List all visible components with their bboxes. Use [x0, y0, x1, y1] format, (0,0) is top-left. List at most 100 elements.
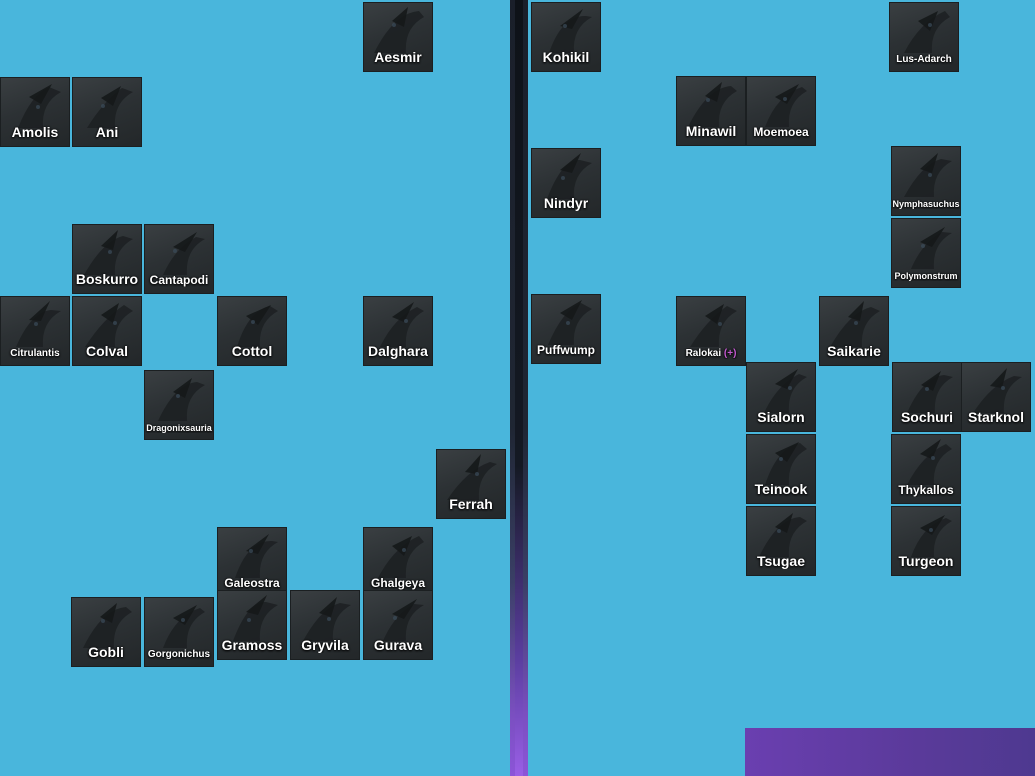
creature-card-sochuri[interactable]: Sochuri [892, 362, 962, 432]
creature-name-label: Galeostra [218, 576, 286, 590]
creature-name-label: Turgeon [892, 553, 960, 569]
creature-portrait-icon [677, 297, 745, 347]
creature-name-text: Dalghara [368, 343, 428, 359]
creature-card-gryvila[interactable]: Gryvila [290, 590, 360, 660]
creature-card-cottol[interactable]: Cottol [217, 296, 287, 366]
creature-card-kohikil[interactable]: Kohikil [531, 2, 601, 72]
creature-card-ralokai[interactable]: Ralokai (+) [676, 296, 746, 366]
creature-card-turgeon[interactable]: Turgeon [891, 506, 961, 576]
creature-card-dragonixsauria[interactable]: Dragonixsauria [144, 370, 214, 440]
creature-portrait-icon [677, 77, 745, 127]
creature-card-boskurro[interactable]: Boskurro [72, 224, 142, 294]
creature-name-text: Ralokai [685, 348, 722, 359]
creature-name-label: Nymphasuchus [892, 199, 960, 209]
creature-name-label: Citrulantis [1, 348, 69, 359]
creature-name-text: Ghalgeya [370, 576, 426, 590]
creature-name-label: Colval [73, 343, 141, 359]
creature-portrait-icon [532, 3, 600, 53]
creature-name-text: Galeostra [224, 576, 280, 590]
creature-name-label: Dalghara [364, 343, 432, 359]
creature-portrait-icon [532, 295, 600, 345]
creature-card-gorgonichus[interactable]: Gorgonichus [144, 597, 214, 667]
creature-portrait-icon [218, 297, 286, 347]
creature-name-label: Gurava [364, 637, 432, 653]
creature-name-text: Starknol [967, 409, 1024, 425]
creature-card-galeostra[interactable]: Galeostra [217, 527, 287, 597]
creature-card-polymonstrum[interactable]: Polymonstrum [891, 218, 961, 288]
creature-name-label: Tsugae [747, 553, 815, 569]
creature-name-label: Saikarie [820, 343, 888, 359]
creature-name-text: Amolis [11, 124, 59, 140]
creature-portrait-icon [218, 591, 286, 641]
creature-name-label: Nindyr [532, 195, 600, 211]
creature-portrait-icon [747, 507, 815, 557]
creature-card-ferrah[interactable]: Ferrah [436, 449, 506, 519]
creature-portrait-icon [72, 598, 140, 648]
creature-card-minawil[interactable]: Minawil [676, 76, 746, 146]
creature-card-teinook[interactable]: Teinook [746, 434, 816, 504]
creature-name-text: Moemoea [753, 125, 809, 139]
creature-name-text: Ani [95, 124, 119, 140]
creature-card-thykallos[interactable]: Thykallos [891, 434, 961, 504]
creature-name-label: Minawil [677, 123, 745, 139]
creature-name-text: Gryvila [301, 637, 349, 653]
creature-portrait-icon [291, 591, 359, 641]
creature-card-lus-adarch[interactable]: Lus-Adarch [889, 2, 959, 72]
creature-card-aesmir[interactable]: Aesmir [363, 2, 433, 72]
creature-card-sialorn[interactable]: Sialorn [746, 362, 816, 432]
creature-portrait-icon [145, 225, 213, 275]
creature-name-label: Sochuri [893, 409, 961, 425]
creature-name-label: Gorgonichus [145, 649, 213, 660]
creature-name-text: Gobli [88, 644, 124, 660]
creature-portrait-icon [364, 528, 432, 578]
creature-portrait-icon [1, 78, 69, 128]
creature-portrait-icon [890, 3, 958, 53]
creature-name-text: Citrulantis [10, 348, 60, 359]
creature-portrait-icon [747, 435, 815, 485]
creature-portrait-icon [73, 297, 141, 347]
creature-card-gramoss[interactable]: Gramoss [217, 590, 287, 660]
purple-region [745, 728, 1035, 776]
creature-name-text: Gorgonichus [147, 649, 211, 660]
creature-card-gurava[interactable]: Gurava [363, 590, 433, 660]
creature-portrait-icon [962, 363, 1030, 413]
creature-name-label: Puffwump [532, 343, 600, 357]
creature-name-text: Dragonixsauria [146, 423, 212, 433]
creature-portrait-icon [145, 598, 213, 648]
creature-card-puffwump[interactable]: Puffwump [531, 294, 601, 364]
creature-portrait-icon [892, 435, 960, 485]
creature-card-starknol[interactable]: Starknol [961, 362, 1031, 432]
creature-name-label: Lus-Adarch [890, 54, 958, 65]
creature-card-moemoea[interactable]: Moemoea [746, 76, 816, 146]
scroll-divider[interactable] [510, 0, 528, 776]
creature-name-text: Gurava [373, 637, 423, 653]
creature-name-label: Cantapodi [145, 273, 213, 287]
creature-name-text: Sialorn [757, 409, 805, 425]
creature-card-ghalgeya[interactable]: Ghalgeya [363, 527, 433, 597]
creature-portrait-icon [893, 363, 961, 413]
creature-card-amolis[interactable]: Amolis [0, 77, 70, 147]
creature-name-label: Sialorn [747, 409, 815, 425]
creature-card-nindyr[interactable]: Nindyr [531, 148, 601, 218]
creature-portrait-icon [364, 591, 432, 641]
creature-portrait-icon [892, 507, 960, 557]
creature-portrait-icon [892, 219, 960, 269]
creature-card-nymphasuchus[interactable]: Nymphasuchus [891, 146, 961, 216]
creature-name-label: Moemoea [747, 125, 815, 139]
creature-card-colval[interactable]: Colval [72, 296, 142, 366]
creature-card-cantapodi[interactable]: Cantapodi [144, 224, 214, 294]
creature-card-tsugae[interactable]: Tsugae [746, 506, 816, 576]
creature-card-ani[interactable]: Ani [72, 77, 142, 147]
creature-name-label: Ani [73, 124, 141, 140]
creature-name-text: Sochuri [900, 409, 954, 425]
creature-name-label: Ralokai (+) [677, 348, 745, 359]
creature-variant-badge: (+) [721, 348, 737, 359]
creature-name-text: Puffwump [537, 343, 595, 357]
creature-card-citrulantis[interactable]: Citrulantis [0, 296, 70, 366]
creature-card-dalghara[interactable]: Dalghara [363, 296, 433, 366]
creature-card-saikarie[interactable]: Saikarie [819, 296, 889, 366]
creature-name-label: Kohikil [532, 49, 600, 65]
creature-card-gobli[interactable]: Gobli [71, 597, 141, 667]
creature-name-label: Amolis [1, 124, 69, 140]
